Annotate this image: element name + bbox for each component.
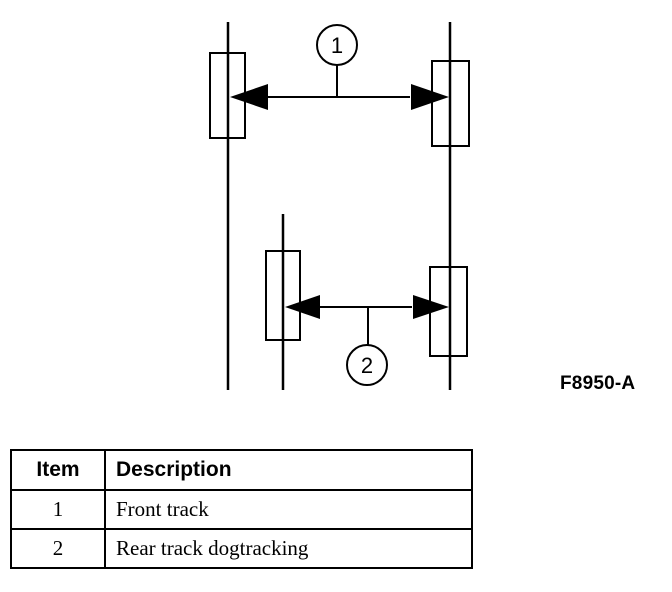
legend-table: Item Description 1 Front track 2 Rear tr… xyxy=(10,449,473,569)
legend-item-number: 2 xyxy=(10,528,106,569)
callout-1-label: 1 xyxy=(331,33,343,58)
rear-track-arrowhead-right xyxy=(413,295,449,319)
callout-2-circle xyxy=(346,344,388,386)
front-right-wheel xyxy=(431,60,470,147)
legend-row: 2 Rear track dogtracking xyxy=(10,528,473,569)
figure-reference-code: F8950-A xyxy=(560,373,636,394)
legend-row: 1 Front track xyxy=(10,489,473,530)
rear-track-arrowhead-left xyxy=(285,295,320,319)
rear-left-wheel xyxy=(265,250,301,341)
legend-item-number: 1 xyxy=(10,489,106,530)
rear-right-wheel xyxy=(429,266,468,357)
legend-header-description: Description xyxy=(104,449,473,491)
legend-item-description: Front track xyxy=(104,489,473,530)
legend-item-description: Rear track dogtracking xyxy=(104,528,473,569)
legend-header-row: Item Description xyxy=(10,449,473,491)
callout-2-label: 2 xyxy=(361,353,373,378)
callout-1-circle xyxy=(316,24,358,66)
front-track-arrowhead-right xyxy=(411,84,449,110)
legend-header-item: Item xyxy=(10,449,106,491)
front-track-arrowhead-left xyxy=(230,84,268,110)
